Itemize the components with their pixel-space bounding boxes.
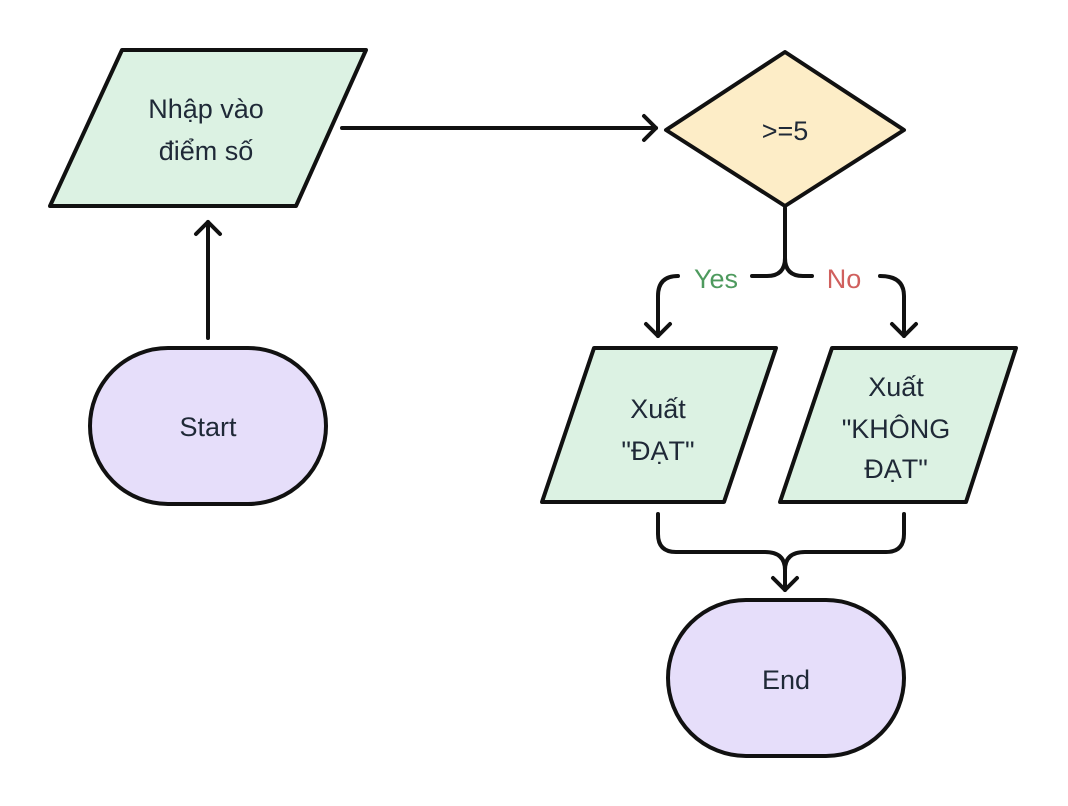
start-node[interactable]: Start (88, 346, 328, 506)
connector-decision-split (750, 206, 787, 278)
input-shape (48, 48, 368, 208)
no-label: No (827, 264, 862, 294)
decision-label: >=5 (762, 116, 809, 146)
decision-node[interactable]: >=5 (664, 50, 906, 208)
output-pass-line2: "ĐẠT" (621, 436, 694, 466)
arrowhead-no-branch (890, 322, 918, 338)
arrowhead-merge-to-end (771, 576, 799, 592)
connector-decision-split-right (783, 256, 814, 278)
output-fail-line2: "KHÔNG (842, 413, 951, 444)
arrowhead-input-to-decision (642, 114, 658, 142)
output-pass-node[interactable]: Xuất "ĐẠT" (540, 346, 778, 504)
output-pass-shape (540, 346, 778, 504)
output-fail-line1: Xuất (868, 372, 924, 402)
output-fail-node[interactable]: Xuất "KHÔNG ĐẠT" (778, 346, 1018, 504)
start-label: Start (179, 412, 237, 442)
arrowhead-yes-branch (644, 322, 672, 338)
connector-no-branch (878, 274, 906, 338)
output-fail-shape (778, 346, 1018, 504)
connectors (194, 114, 918, 592)
decision-shape (664, 50, 906, 208)
input-label-line2: điểm số (159, 136, 254, 166)
connector-yes-branch (656, 274, 680, 338)
end-label: End (762, 665, 810, 695)
end-shape (666, 598, 906, 758)
end-node[interactable]: End (666, 598, 906, 758)
connector-pass-to-merge (656, 512, 787, 592)
connector-fail-to-merge (783, 512, 906, 572)
yes-label: Yes (694, 264, 738, 294)
input-label-line1: Nhập vào (148, 94, 264, 124)
output-pass-line1: Xuất (630, 394, 686, 424)
input-node[interactable]: Nhập vào điểm số (48, 48, 368, 208)
start-shape (88, 346, 328, 506)
arrowhead-start-to-input (194, 220, 222, 236)
output-fail-line3: ĐẠT" (864, 454, 928, 484)
